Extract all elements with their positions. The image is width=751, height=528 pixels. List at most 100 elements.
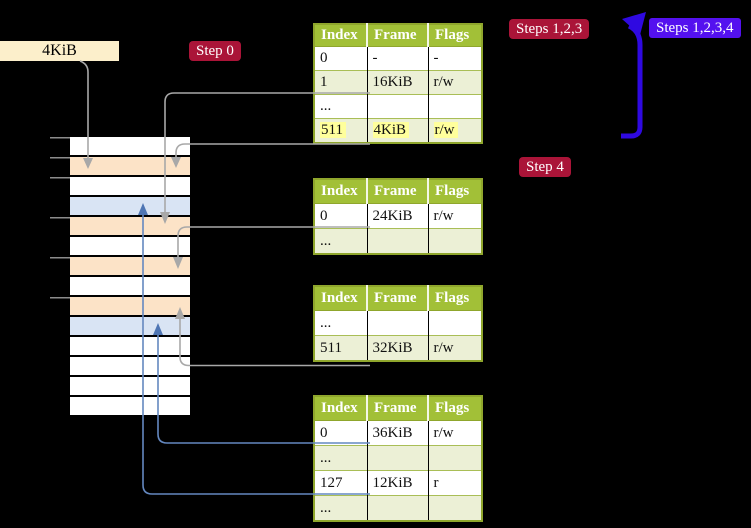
- column-header-index: Index: [314, 396, 367, 421]
- cell-flags: r/w: [427, 70, 482, 95]
- cell-index: ...: [314, 310, 367, 336]
- cell-index: 511: [314, 335, 367, 361]
- column-header-frame: Frame: [366, 286, 428, 311]
- column-header-index: Index: [314, 24, 367, 47]
- table-row-highlighted: 511 4KiB r/w: [314, 118, 482, 143]
- memory-row: [70, 297, 190, 317]
- table-header-row: Index Frame Flags: [314, 24, 482, 47]
- table-row: 127 12KiB r: [314, 470, 482, 496]
- cell-frame: [366, 310, 428, 336]
- cell-frame: [366, 445, 428, 471]
- table-header-row: Index Frame Flags: [314, 286, 482, 311]
- table-row: ...: [314, 228, 482, 254]
- cell-index: 0: [314, 203, 367, 229]
- cell-flags: [427, 94, 482, 119]
- cell-text: ...: [320, 499, 332, 516]
- table-header-row: Index Frame Flags: [314, 396, 482, 421]
- cell-text: 0: [320, 50, 328, 66]
- cell-frame: 32KiB: [366, 335, 428, 361]
- badge-step-4: Step 4: [519, 157, 571, 177]
- table-header-row: Index Frame Flags: [314, 179, 482, 204]
- table-row: ...: [314, 94, 482, 119]
- page-table-3: Index Frame Flags ... 511 32KiB r/w: [313, 285, 483, 362]
- physical-memory-strip: [70, 137, 190, 417]
- cell-flags: r/w: [427, 420, 482, 446]
- cell-index: 127: [314, 470, 367, 496]
- column-header-frame: Frame: [366, 396, 428, 421]
- cell-text: 511: [320, 339, 342, 356]
- cell-frame: [366, 495, 428, 521]
- table-row: ...: [314, 310, 482, 336]
- column-header-flags: Flags: [427, 24, 482, 47]
- cell-text: 24KiB: [372, 207, 413, 224]
- cell-text: 32KiB: [372, 339, 413, 356]
- cell-text-highlighted: r/w: [433, 122, 458, 138]
- badge-step-0: Step 0: [189, 41, 241, 61]
- memory-row: [70, 257, 190, 277]
- memory-row: [70, 337, 190, 357]
- memory-row: [70, 177, 190, 197]
- cell-text-highlighted: 4KiB: [372, 122, 410, 138]
- page-table-2: Index Frame Flags 0 24KiB r/w ...: [313, 178, 483, 255]
- memory-row: [70, 197, 190, 217]
- cell-text-highlighted: 511: [320, 122, 346, 138]
- cell-text: 36KiB: [372, 424, 413, 441]
- column-header-frame: Frame: [366, 179, 428, 204]
- cell-frame: 12KiB: [366, 470, 428, 496]
- cell-index: 0: [314, 46, 367, 71]
- table-row: 0 - -: [314, 46, 482, 71]
- cell-frame: 36KiB: [366, 420, 428, 446]
- cell-text: r/w: [433, 207, 454, 224]
- cell-text: 0: [320, 207, 328, 224]
- cell-flags: r: [427, 470, 482, 496]
- memory-row: [70, 237, 190, 257]
- memory-row: [70, 377, 190, 397]
- table-row: 0 36KiB r/w: [314, 420, 482, 446]
- column-header-index: Index: [314, 286, 367, 311]
- cell-flags: [427, 495, 482, 521]
- cell-index: 1: [314, 70, 367, 95]
- badge-steps-1-2-3: Steps 1,2,3: [509, 19, 590, 39]
- memory-row: [70, 277, 190, 297]
- memory-row: [70, 157, 190, 177]
- cell-text: 1: [320, 74, 328, 90]
- cell-index: ...: [314, 445, 367, 471]
- cell-index: 511: [314, 118, 367, 143]
- column-header-flags: Flags: [427, 396, 482, 421]
- cell-text: 16KiB: [372, 74, 413, 90]
- cell-text: r: [433, 474, 439, 491]
- column-header-flags: Flags: [427, 286, 482, 311]
- cell-frame: 24KiB: [366, 203, 428, 229]
- cell-frame: [366, 228, 428, 254]
- column-header-index: Index: [314, 179, 367, 204]
- memory-row: [70, 217, 190, 237]
- cell-frame: 4KiB: [366, 118, 428, 143]
- cell-flags: [427, 228, 482, 254]
- table-row: ...: [314, 445, 482, 471]
- cell-text: -: [372, 50, 378, 66]
- arrowhead-left-icon: [622, 12, 646, 35]
- cell-text: -: [433, 50, 439, 66]
- cell-text: ...: [320, 98, 332, 114]
- cell-text: r/w: [433, 74, 454, 90]
- cell-flags: -: [427, 46, 482, 71]
- frame-size-label: 4KiB: [0, 41, 119, 61]
- arrow-table1-entry511-to-memory: [175, 143, 370, 158]
- cell-text: ...: [320, 314, 332, 331]
- table-row: 1 16KiB r/w: [314, 70, 482, 95]
- cell-index: 0: [314, 420, 367, 446]
- table-row: 511 32KiB r/w: [314, 335, 482, 361]
- arrow-step4-to-steps123: [621, 23, 643, 139]
- column-header-frame: Frame: [366, 24, 428, 47]
- page-table-1: Index Frame Flags 0 - - 1 16KiB r/w ... …: [313, 23, 483, 144]
- memory-row: [70, 397, 190, 417]
- cell-flags: r/w: [427, 335, 482, 361]
- cell-flags: [427, 445, 482, 471]
- cell-text: 127: [320, 474, 343, 491]
- cell-text: r/w: [433, 424, 454, 441]
- cell-flags: r/w: [427, 203, 482, 229]
- page-table-4: Index Frame Flags 0 36KiB r/w ... 127 12…: [313, 395, 483, 522]
- cell-index: ...: [314, 228, 367, 254]
- cell-text: 12KiB: [372, 474, 413, 491]
